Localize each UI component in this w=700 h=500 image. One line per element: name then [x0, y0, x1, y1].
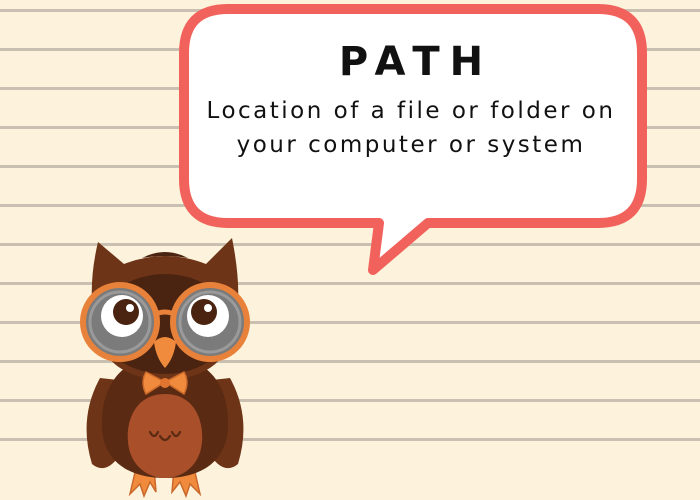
term-definition: Location of a file or folder on your com…	[206, 98, 616, 158]
owl-icon	[80, 238, 250, 499]
owl-head-tuft	[142, 252, 188, 258]
term-title: PATH	[338, 39, 494, 85]
bubble-content: PATH Location of a file or folder on you…	[196, 24, 626, 214]
owl-beak	[154, 337, 176, 368]
bowtie-icon	[142, 371, 188, 396]
owl-belly-feathers	[148, 430, 182, 442]
owl-belly	[127, 394, 203, 478]
speech-bubble-shape	[179, 4, 647, 275]
owl-right-eye	[187, 295, 229, 337]
owl-left-eye	[101, 295, 143, 337]
